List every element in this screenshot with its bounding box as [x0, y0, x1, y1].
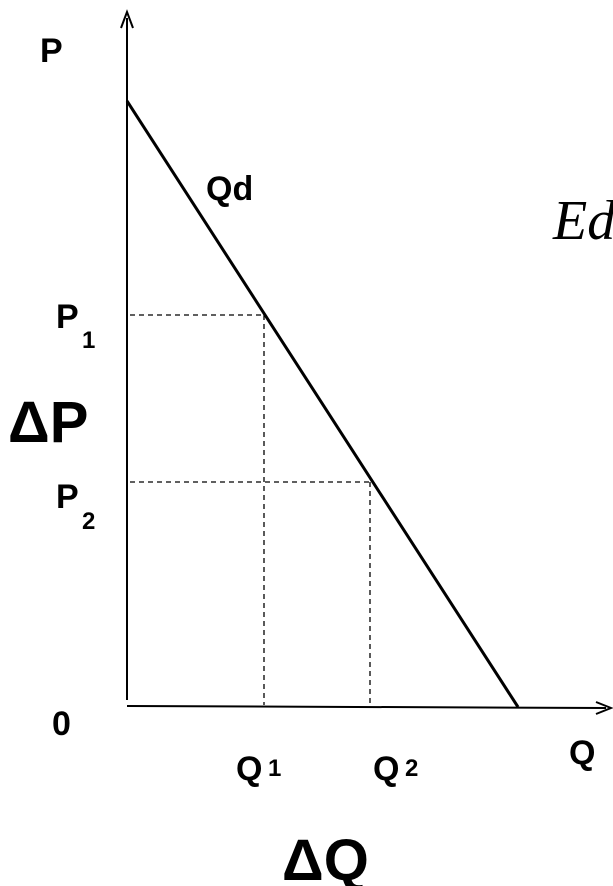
quantity-2-label: Q	[373, 750, 399, 788]
price-2-label: P	[56, 478, 79, 516]
curve-label: Qd	[206, 170, 253, 208]
demand-curve	[125, 100, 520, 708]
quantity-1-label: Q	[236, 750, 262, 788]
delta-p-label: ΔP	[8, 390, 88, 455]
quantity-2-subscript: 2	[405, 755, 418, 782]
price-1-subscript: 1	[82, 327, 95, 354]
x-axis	[126, 705, 607, 709]
price-2-subscript: 2	[82, 508, 95, 535]
cut-off-formula-text: Ed	[552, 190, 613, 252]
price-1-label: P	[56, 298, 79, 336]
x-axis-arrow	[595, 701, 613, 715]
y-axis-arrow	[120, 9, 134, 29]
y-axis-label: P	[40, 32, 63, 70]
quantity-1-subscript: 1	[268, 755, 281, 782]
x-axis-label: Q	[569, 734, 595, 772]
origin-label: 0	[52, 705, 71, 743]
delta-q-label: ΔQ	[282, 828, 369, 886]
